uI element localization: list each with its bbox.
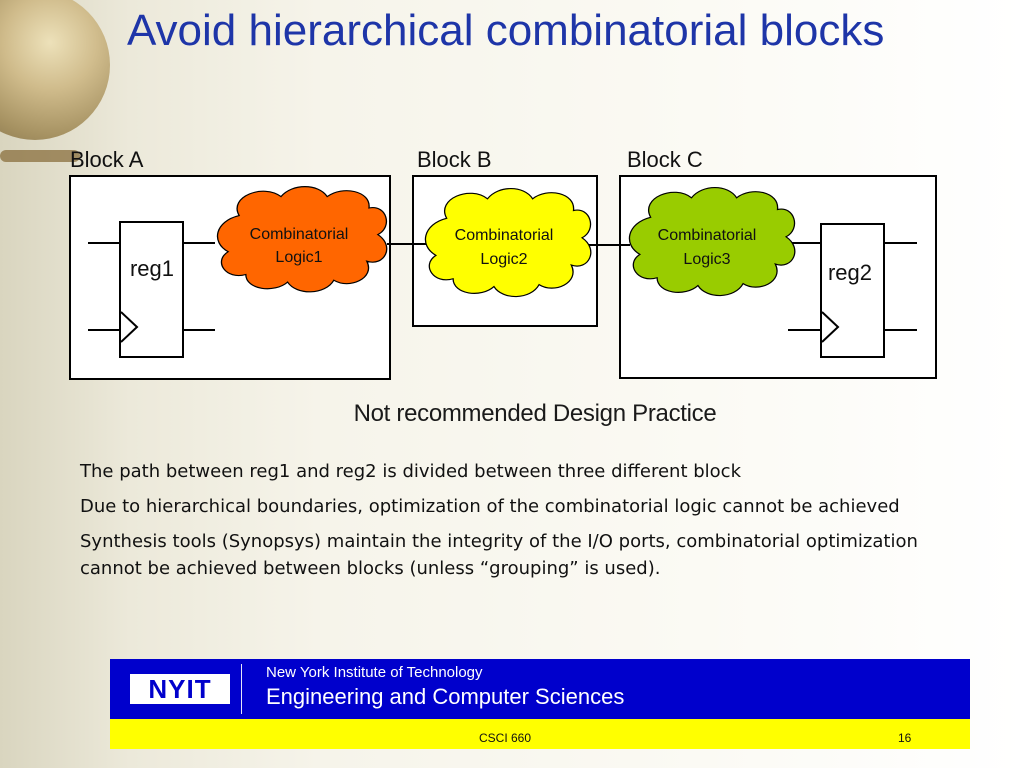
cloud-logic2-line2: Logic2 [480,251,527,268]
footer-band: NYIT New York Institute of Technology En… [110,659,970,719]
nyit-logo: NYIT [130,674,230,704]
diagram-caption: Not recommended Design Practice [353,400,717,427]
nyit-logo-text: NYIT [148,673,212,704]
block-a-label: Block A [70,147,144,172]
cloud-logic3-line2: Logic3 [683,251,730,268]
course-code: CSCI 660 [478,731,532,745]
cloud-logic3: Combinatorial Logic3 [628,186,796,297]
bullet-list: The path between reg1 and reg2 is divide… [80,458,940,590]
footer-strip: CSCI 660 16 [110,719,970,749]
block-c-label: Block C [627,147,703,172]
block-b-label: Block B [417,147,492,172]
reg1: reg1 [88,221,215,358]
bullet-item: Due to hierarchical boundaries, optimiza… [80,496,900,517]
bullet-item: Synthesis tools (Synopsys) maintain the … [80,531,918,579]
page-number: 16 [898,731,912,745]
cloud-logic1-line1: Combinatorial [250,226,349,243]
slide-title: Avoid hierarchical combinatorial blocks [127,6,885,55]
reg2: reg2 [788,223,917,358]
institution-name: New York Institute of Technology [266,664,483,681]
globe-stand-decoration [0,150,80,162]
hierarchy-diagram: Block A Block B Block C reg1 reg2 Combin… [69,147,937,380]
bullet-item: The path between reg1 and reg2 is divide… [80,461,741,482]
cloud-logic2-line1: Combinatorial [455,227,554,244]
footer-divider [241,664,242,714]
cloud-logic2: Combinatorial Logic2 [424,187,592,298]
cloud-logic3-line1: Combinatorial [658,227,757,244]
cloud-logic1: Combinatorial Logic1 [216,185,388,293]
cloud-logic1-line2: Logic1 [275,249,322,266]
reg1-label: reg1 [130,256,174,281]
department-name: Engineering and Computer Sciences [266,684,625,709]
reg2-label: reg2 [828,260,872,285]
